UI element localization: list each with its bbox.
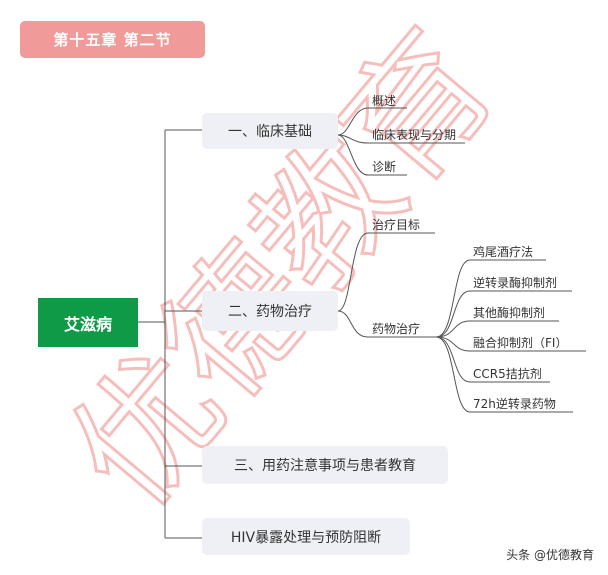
leaf-fusion-inhibitor[interactable]: 融合抑制剂（FI） — [473, 336, 568, 350]
leaf-overview[interactable]: 概述 — [372, 94, 397, 108]
leaf-treatment-goal[interactable]: 治疗目标 — [372, 218, 421, 232]
branch-hiv-exposure[interactable]: HIV暴露处理与预防阻断 — [202, 518, 410, 555]
leaf-other-inhibitor[interactable]: 其他酶抑制剂 — [473, 306, 546, 320]
root-node[interactable]: 艾滋病 — [38, 298, 138, 347]
branch-medication-education[interactable]: 三、用药注意事项与患者教育 — [202, 446, 448, 484]
leaf-clinical-stages[interactable]: 临床表现与分期 — [372, 128, 457, 142]
leaf-cocktail-therapy[interactable]: 鸡尾酒疗法 — [473, 245, 534, 259]
branch-drug-treatment[interactable]: 二、药物治疗 — [202, 291, 338, 331]
credit-label: 头条 @优德教育 — [506, 548, 594, 562]
chapter-title: 第十五章 第二节 — [20, 21, 205, 58]
leaf-drug-therapy[interactable]: 药物治疗 — [372, 322, 421, 336]
leaf-72h-drug[interactable]: 72h逆转录药物 — [473, 397, 556, 411]
leaf-rt-inhibitor[interactable]: 逆转录酶抑制剂 — [473, 276, 558, 290]
leaf-ccr5-antagonist[interactable]: CCR5拮抗剂 — [473, 367, 542, 381]
leaf-diagnosis[interactable]: 诊断 — [372, 160, 397, 174]
branch-clinical-basis[interactable]: 一、临床基础 — [202, 113, 338, 149]
